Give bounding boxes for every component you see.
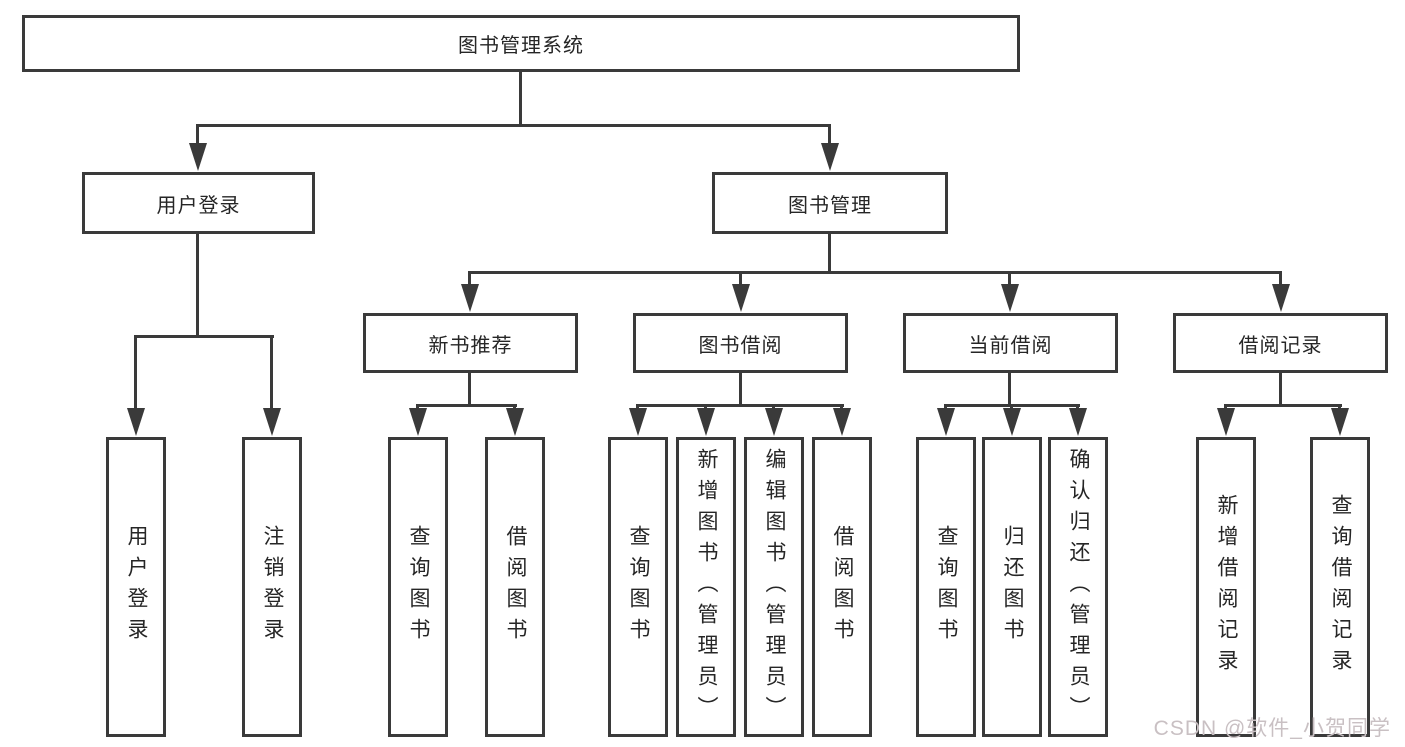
connector-vline	[1279, 271, 1282, 286]
arrowhead-down-icon	[1003, 408, 1021, 436]
arrowhead-down-icon	[821, 143, 839, 171]
connector-vline	[739, 271, 742, 286]
leaf-confirm-return-admin: 确认归还（管理员）	[1048, 437, 1108, 737]
connector-hline	[417, 404, 517, 407]
node-book-management: 图书管理	[712, 172, 948, 234]
connector-vline	[134, 335, 137, 409]
connector-hline	[135, 335, 274, 338]
connector-vline	[828, 124, 831, 146]
connector-vline	[270, 335, 273, 409]
connector-vline	[828, 234, 831, 273]
arrowhead-down-icon	[697, 408, 715, 436]
node-user-login-branch: 用户登录	[82, 172, 315, 234]
leaf-edit-book-admin: 编辑图书（管理员）	[744, 437, 804, 737]
node-root-system: 图书管理系统	[22, 15, 1020, 72]
arrowhead-down-icon	[127, 408, 145, 436]
arrowhead-down-icon	[189, 143, 207, 171]
arrowhead-down-icon	[1331, 408, 1349, 436]
connector-vline	[1008, 373, 1011, 406]
arrowhead-down-icon	[833, 408, 851, 436]
arrowhead-down-icon	[461, 284, 479, 312]
leaf-return-books: 归还图书	[982, 437, 1042, 737]
arrowhead-down-icon	[629, 408, 647, 436]
leaf-query-books-recommend: 查询图书	[388, 437, 448, 737]
arrowhead-down-icon	[1069, 408, 1087, 436]
arrowhead-down-icon	[1272, 284, 1290, 312]
connector-vline	[196, 234, 199, 337]
leaf-query-borrow-record: 查询借阅记录	[1310, 437, 1370, 737]
leaf-logout: 注销登录	[242, 437, 302, 737]
connector-hline	[197, 124, 831, 127]
leaf-add-borrow-record: 新增借阅记录	[1196, 437, 1256, 737]
connector-hline	[945, 404, 1080, 407]
node-current-borrowing: 当前借阅	[903, 313, 1118, 373]
node-borrowing-records: 借阅记录	[1173, 313, 1388, 373]
leaf-query-books-current: 查询图书	[916, 437, 976, 737]
leaf-query-books-borrowing: 查询图书	[608, 437, 668, 737]
connector-hline	[637, 404, 844, 407]
connector-vline	[468, 271, 471, 286]
leaf-user-login: 用户登录	[106, 437, 166, 737]
arrowhead-down-icon	[732, 284, 750, 312]
connector-vline	[196, 124, 199, 146]
node-book-borrowing: 图书借阅	[633, 313, 848, 373]
arrowhead-down-icon	[765, 408, 783, 436]
connector-vline	[519, 72, 522, 126]
arrowhead-down-icon	[1217, 408, 1235, 436]
connector-vline	[1008, 271, 1011, 286]
arrowhead-down-icon	[409, 408, 427, 436]
arrowhead-down-icon	[937, 408, 955, 436]
arrowhead-down-icon	[506, 408, 524, 436]
csdn-watermark: CSDN @软件_小贺同学	[1153, 717, 1391, 740]
connector-vline	[739, 373, 742, 406]
connector-vline	[1279, 373, 1282, 406]
leaf-borrow-books-recommend: 借阅图书	[485, 437, 545, 737]
arrowhead-down-icon	[263, 408, 281, 436]
connector-hline	[469, 271, 1282, 274]
arrowhead-down-icon	[1001, 284, 1019, 312]
node-new-book-recommend: 新书推荐	[363, 313, 578, 373]
leaf-borrow-books-borrowing: 借阅图书	[812, 437, 872, 737]
connector-hline	[1225, 404, 1342, 407]
connector-vline	[468, 373, 471, 406]
leaf-add-book-admin: 新增图书（管理员）	[676, 437, 736, 737]
